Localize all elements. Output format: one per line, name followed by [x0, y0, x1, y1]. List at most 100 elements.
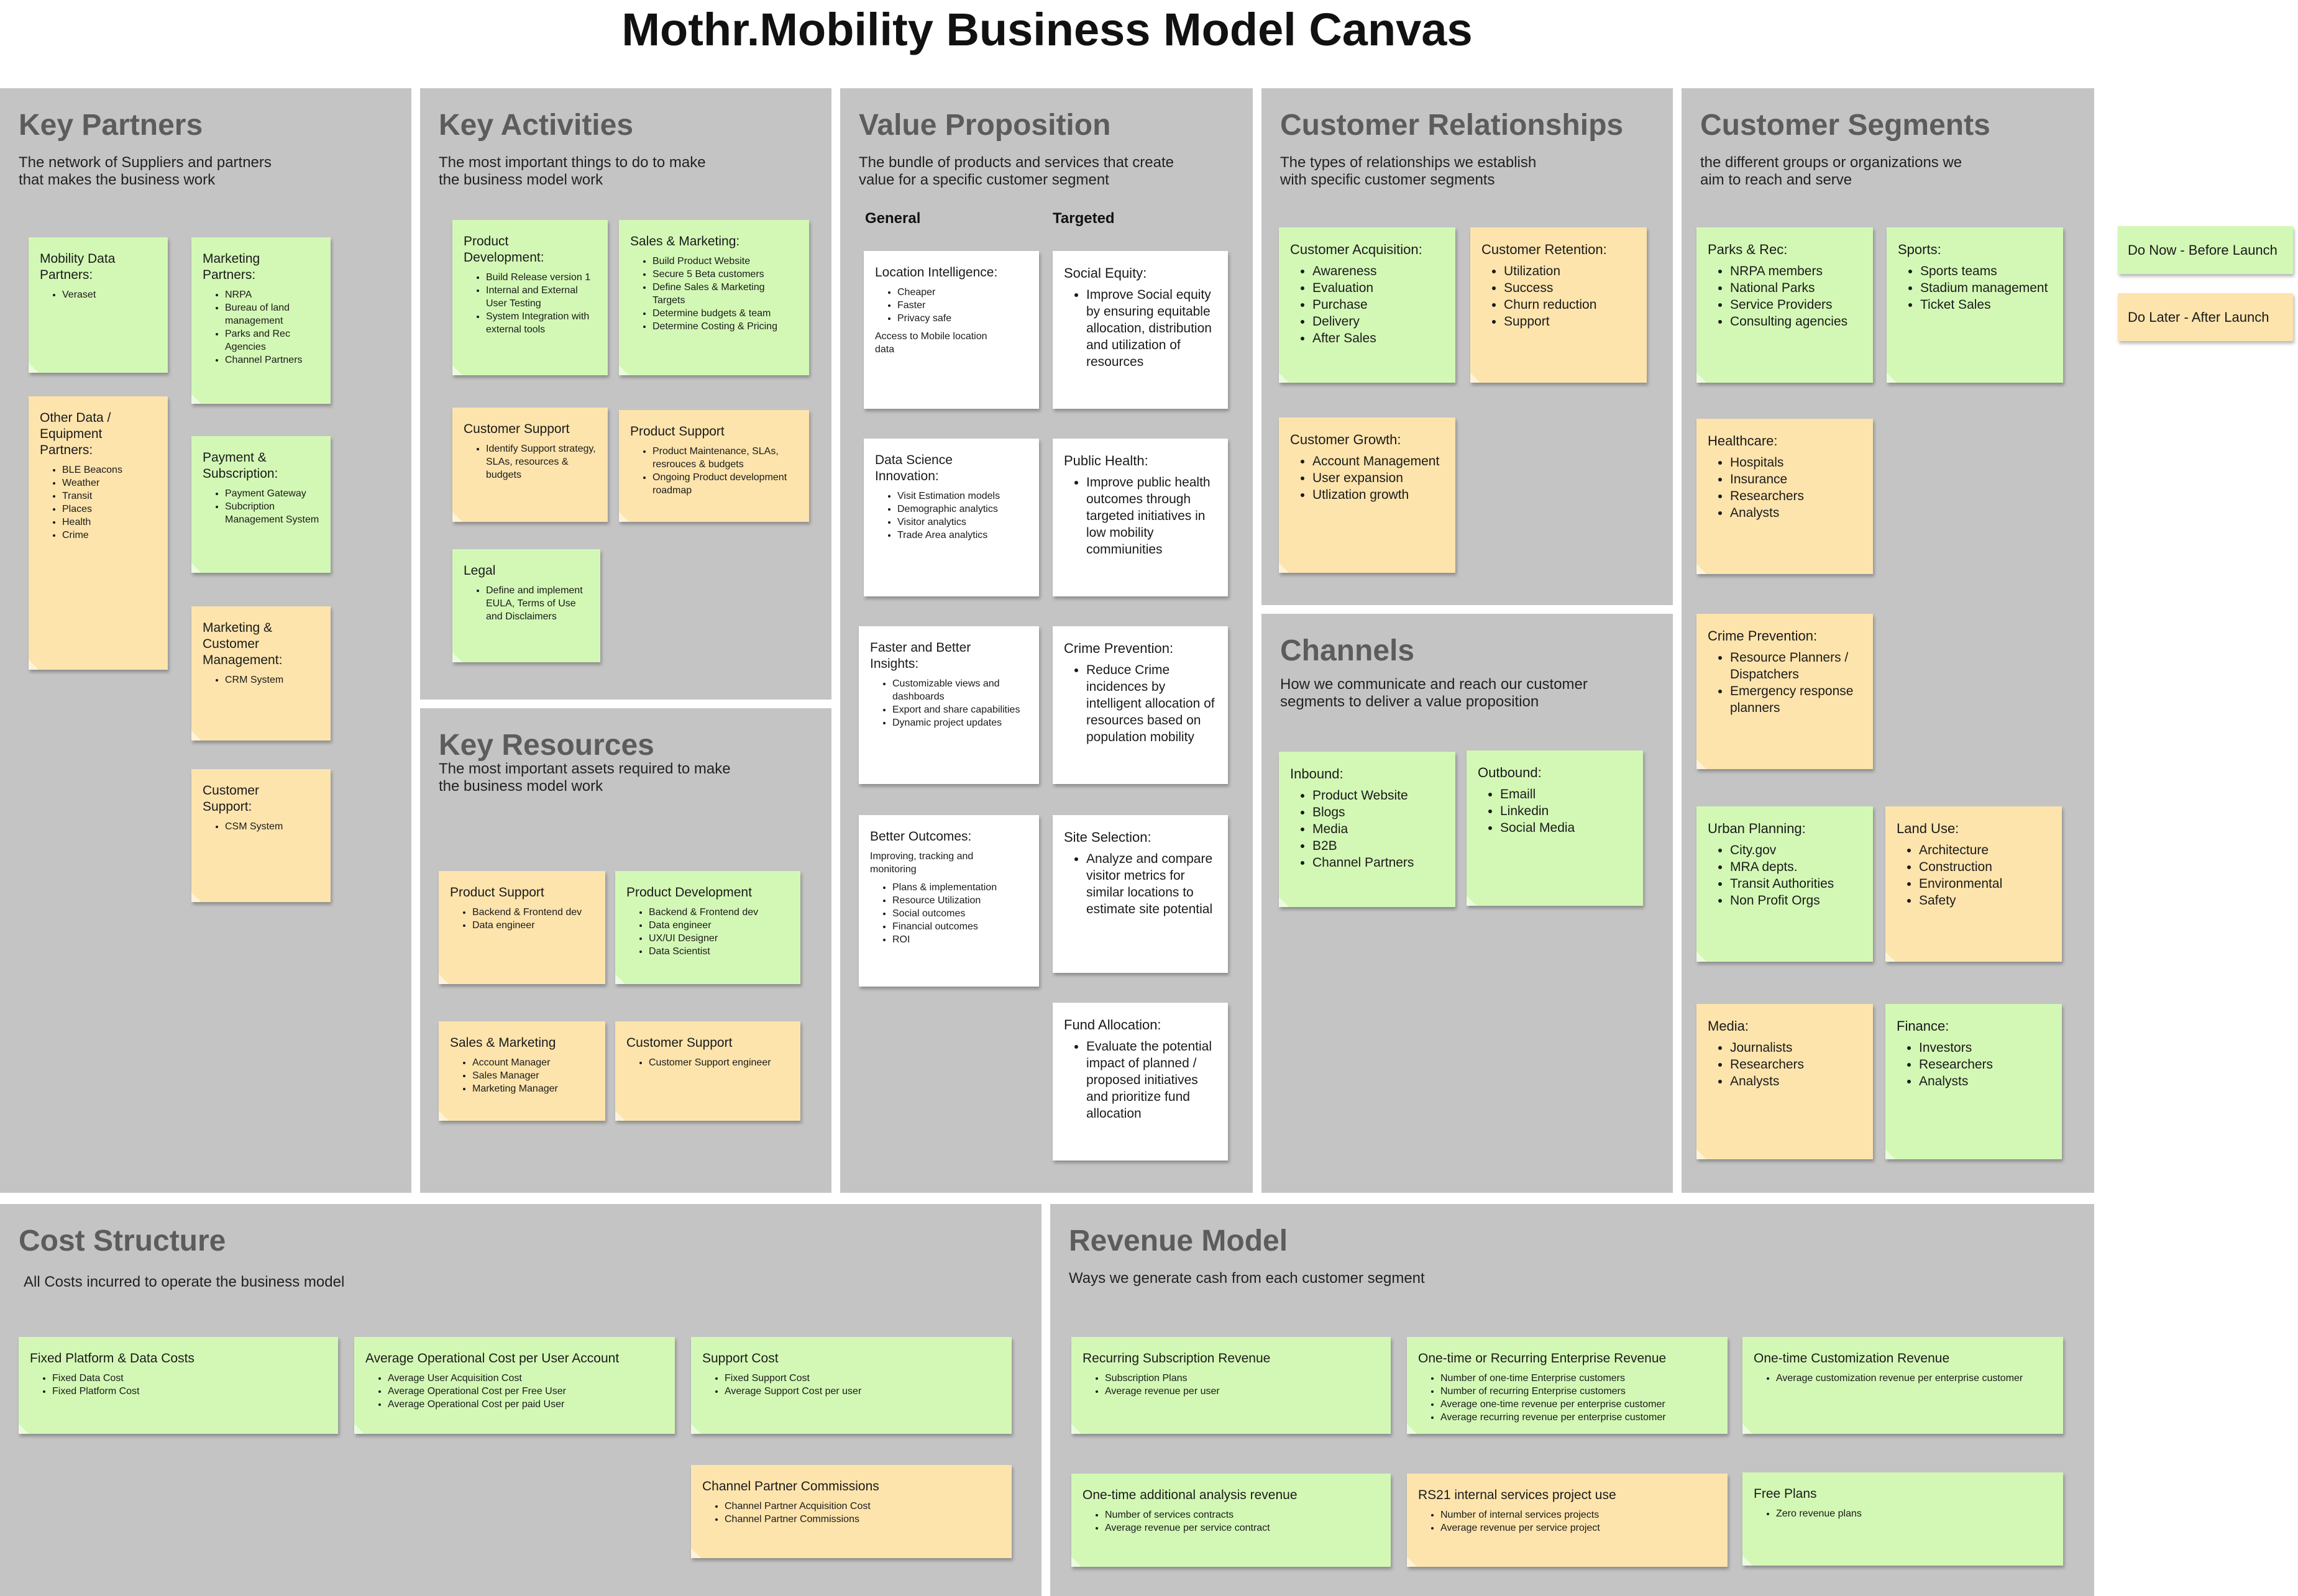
note-list-item: Social outcomes	[892, 907, 1028, 920]
note-urban-planning[interactable]: Urban Planning:City.govMRA depts.Transit…	[1696, 806, 1873, 962]
note-public-health[interactable]: Public Health:Improve public health outc…	[1053, 439, 1228, 596]
note-list: Payment GatewaySubcription Management Sy…	[203, 487, 319, 526]
note-list: Number of one-time Enterprise customersN…	[1418, 1372, 1716, 1424]
note-list-item: Export and share capabilities	[892, 703, 1028, 716]
note-sports[interactable]: Sports:Sports teamsStadium managementTic…	[1887, 227, 2063, 383]
note-free-plans[interactable]: Free PlansZero revenue plans	[1742, 1472, 2063, 1566]
note-list: Number of internal services projectsAver…	[1418, 1508, 1716, 1534]
note-customer-retention[interactable]: Customer Retention:UtilizationSuccessChu…	[1470, 227, 1647, 383]
note-crime-prevention-segment[interactable]: Crime Prevention:Resource Planners / Dis…	[1696, 614, 1873, 769]
note-finance[interactable]: Finance:InvestorsResearchersAnalysts	[1885, 1004, 2062, 1159]
note-list: InvestorsResearchersAnalysts	[1897, 1039, 2051, 1090]
note-list-item: Number of recurring Enterprise customers	[1440, 1385, 1716, 1398]
note-average-operational-cost[interactable]: Average Operational Cost per User Accoun…	[354, 1337, 675, 1434]
note-list-item: City.gov	[1730, 842, 1862, 859]
note-title: Product Support	[450, 885, 544, 900]
note-customer-support[interactable]: Customer SupportIdentify Support strateg…	[452, 408, 608, 522]
panel-title: Customer Segments	[1700, 109, 1990, 142]
note-list-item: Parks and Rec Agencies	[225, 327, 319, 353]
panel-value-proposition: Value Proposition The bundle of products…	[840, 88, 1253, 1193]
note-title: Sales & Marketing:	[630, 234, 740, 249]
note-list-item: Average revenue per service project	[1440, 1521, 1716, 1534]
note-product-support[interactable]: Product SupportProduct Maintenance, SLAs…	[619, 410, 809, 522]
note-marketing-customer-management[interactable]: Marketing & Customer Management:CRM Syst…	[191, 606, 331, 741]
note-customer-growth[interactable]: Customer Growth:Account ManagementUser e…	[1279, 417, 1455, 573]
note-list-item: Support	[1504, 313, 1636, 330]
panel-subtitle: The bundle of products and services that…	[859, 154, 1174, 188]
note-title: Public Health:	[1064, 453, 1148, 468]
note-customer-support-partner[interactable]: Customer Support:CSM System	[191, 769, 331, 902]
note-healthcare[interactable]: Healthcare:HospitalsInsuranceResearchers…	[1696, 419, 1873, 574]
note-recurring-subscription-revenue[interactable]: Recurring Subscription RevenueSubscripti…	[1071, 1337, 1391, 1434]
note-mobility-data-partners[interactable]: Mobility Data Partners:Veraset	[29, 237, 168, 373]
note-list: CSM System	[203, 820, 319, 833]
note-fixed-platform-data-costs[interactable]: Fixed Platform & Data CostsFixed Data Co…	[19, 1337, 338, 1434]
note-list: Evaluate the potential impact of planned…	[1064, 1038, 1217, 1122]
note-title: Fund Allocation:	[1064, 1017, 1161, 1033]
note-list: Resource Planners / DispatchersEmergency…	[1708, 649, 1862, 716]
note-list-item: Channel Partners	[225, 353, 319, 367]
note-list: Backend & Frontend devData engineerUX/UI…	[626, 906, 789, 958]
note-list-item: Account Management	[1312, 453, 1444, 470]
note-parks-rec[interactable]: Parks & Rec:NRPA membersNational ParksSe…	[1696, 227, 1873, 383]
note-list-item: Customer Support engineer	[649, 1056, 789, 1069]
note-list-item: Resource Utilization	[892, 894, 1028, 907]
note-faster-better-insights[interactable]: Faster and Better Insights:Customizable …	[859, 626, 1039, 784]
note-list-item: Environmental	[1919, 875, 2051, 892]
note-channel-partner-commissions[interactable]: Channel Partner CommissionsChannel Partn…	[691, 1465, 1012, 1558]
note-title: Better Outcomes:	[870, 829, 972, 844]
note-list-item: BLE Beacons	[62, 463, 157, 477]
note-better-outcomes[interactable]: Better Outcomes:Improving, tracking and …	[859, 815, 1039, 987]
note-list-item: Secure 5 Beta customers	[652, 268, 798, 281]
note-customization-revenue[interactable]: One-time Customization RevenueAverage cu…	[1742, 1337, 2063, 1434]
note-product-support-resource[interactable]: Product SupportBackend & Frontend devDat…	[439, 871, 605, 984]
panel-subtitle: The types of relationships we establish …	[1280, 154, 1537, 188]
note-list-item: Transit	[62, 490, 157, 503]
panel-subtitle: The network of Suppliers and partners th…	[19, 154, 272, 188]
note-list: Visit Estimation modelsDemographic analy…	[875, 490, 1028, 542]
panel-subtitle: Ways we generate cash from each customer…	[1069, 1270, 1425, 1287]
note-list: Product WebsiteBlogsMediaB2BChannel Part…	[1290, 787, 1444, 871]
note-list-item: Researchers	[1730, 1056, 1862, 1073]
note-location-intelligence[interactable]: Location Intelligence:CheaperFasterPriva…	[864, 251, 1039, 409]
note-legal[interactable]: LegalDefine and implement EULA, Terms of…	[452, 549, 600, 662]
note-title: Customer Retention:	[1481, 242, 1607, 257]
note-product-development-resource[interactable]: Product DevelopmentBackend & Frontend de…	[615, 871, 800, 984]
note-inbound[interactable]: Inbound:Product WebsiteBlogsMediaB2BChan…	[1279, 752, 1455, 907]
note-media[interactable]: Media:JournalistsResearchersAnalysts	[1696, 1004, 1873, 1159]
note-customer-acquisition[interactable]: Customer Acquisition:AwarenessEvaluation…	[1279, 227, 1455, 383]
note-sales-marketing[interactable]: Sales & Marketing:Build Product WebsiteS…	[619, 220, 809, 375]
note-sales-marketing-resource[interactable]: Sales & MarketingAccount ManagerSales Ma…	[439, 1021, 605, 1121]
note-list-item: Define and implement EULA, Terms of Use …	[486, 584, 589, 623]
note-list-item: Subcription Management System	[225, 500, 319, 526]
note-list-item: NRPA	[225, 288, 319, 301]
note-outbound[interactable]: Outbound:EmaillLinkedinSocial Media	[1467, 750, 1643, 906]
note-land-use[interactable]: Land Use:ArchitectureConstructionEnviron…	[1885, 806, 2062, 962]
note-crime-prevention[interactable]: Crime Prevention:Reduce Crime incidences…	[1053, 626, 1228, 784]
note-site-selection[interactable]: Site Selection:Analyze and compare visit…	[1053, 815, 1228, 973]
note-list-item: Weather	[62, 477, 157, 490]
note-product-development[interactable]: Product Development:Build Release versio…	[452, 220, 608, 375]
note-marketing-partners[interactable]: Marketing Partners:NRPABureau of land ma…	[191, 237, 331, 404]
note-title: Average Operational Cost per User Accoun…	[365, 1351, 620, 1366]
note-list-item: Demographic analytics	[897, 503, 1028, 516]
note-list-item: Number of internal services projects	[1440, 1508, 1716, 1521]
panel-channels: Channels How we communicate and reach ou…	[1261, 614, 1673, 1193]
note-title: Parks & Rec:	[1708, 242, 1788, 257]
note-enterprise-revenue[interactable]: One-time or Recurring Enterprise Revenue…	[1407, 1337, 1728, 1434]
note-payment-subscription[interactable]: Payment & Subscription:Payment GatewaySu…	[191, 436, 331, 573]
note-title: Sales & Marketing	[450, 1036, 556, 1050]
panel-key-resources: Key Resources The most important assets …	[420, 708, 831, 1193]
note-social-equity[interactable]: Social Equity:Improve Social equity by e…	[1053, 251, 1228, 409]
note-title: Support Cost	[702, 1351, 779, 1366]
note-fund-allocation[interactable]: Fund Allocation: Evaluate the potential i…	[1053, 1003, 1228, 1161]
note-title: Customer Acquisition:	[1290, 242, 1422, 257]
note-additional-analysis-revenue[interactable]: One-time additional analysis revenueNumb…	[1071, 1474, 1391, 1567]
note-other-data-partners[interactable]: Other Data / Equipment Partners:BLE Beac…	[29, 396, 168, 670]
note-list-item: Channel Partner Acquisition Cost	[725, 1500, 1000, 1513]
note-title: RS21 internal services project use	[1418, 1488, 1616, 1502]
note-rs21-internal-services[interactable]: RS21 internal services project useNumber…	[1407, 1474, 1728, 1567]
note-data-science-innovation[interactable]: Data Science Innovation:Visit Estimation…	[864, 439, 1039, 596]
